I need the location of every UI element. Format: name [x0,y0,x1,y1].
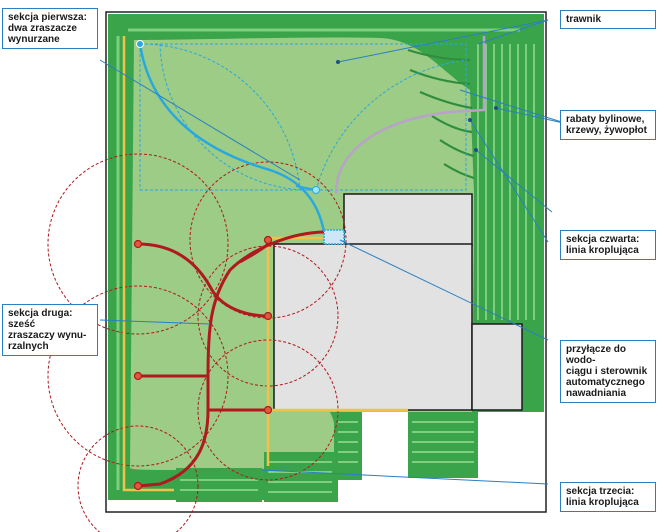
leader-dots [336,60,498,152]
label-section-four-text: sekcja czwarta: linia kroplująca [566,234,640,256]
paved-area-2 [478,412,544,500]
label-connection: przyłącze do wodo- ciągu i sterownik aut… [560,340,656,403]
section-two-pipe [137,230,327,488]
section-two-sprinklers [133,235,273,491]
paved-area [362,412,408,500]
label-beds-text: rabaty bylinowe, krzewy, żywopłot [566,114,647,136]
section-one-pipe [138,43,326,233]
section-four-pipe [334,36,486,195]
label-connection-text: przyłącze do wodo- ciągu i sterownik aut… [566,344,648,399]
label-section-three: sekcja trzecia: linia kroplująca [560,482,656,512]
label-section-two: sekcja druga: sześć zraszaczy wynu- rzal… [2,304,98,356]
top-left-bed-texture [407,48,475,180]
sprinkler-one-b [312,186,320,194]
label-beds: rabaty bylinowe, krzewy, żywopłot [560,110,656,140]
label-section-four: sekcja czwarta: linia kroplująca [560,230,656,260]
label-lawn: trawnik [560,10,656,29]
sprinkler-one-a [136,40,144,48]
leader-lines [99,19,569,485]
label-section-one: sekcja pierwsza: dwa zraszacze wynurzane [2,8,98,49]
label-lawn-text: trawnik [566,14,602,25]
label-section-two-text: sekcja druga: sześć zraszaczy wynu- rzal… [8,308,87,352]
controller-box [323,229,345,245]
label-section-one-text: sekcja pierwsza: dwa zraszacze wynurzane [8,12,87,45]
label-section-three-text: sekcja trzecia: linia kroplująca [566,486,639,508]
